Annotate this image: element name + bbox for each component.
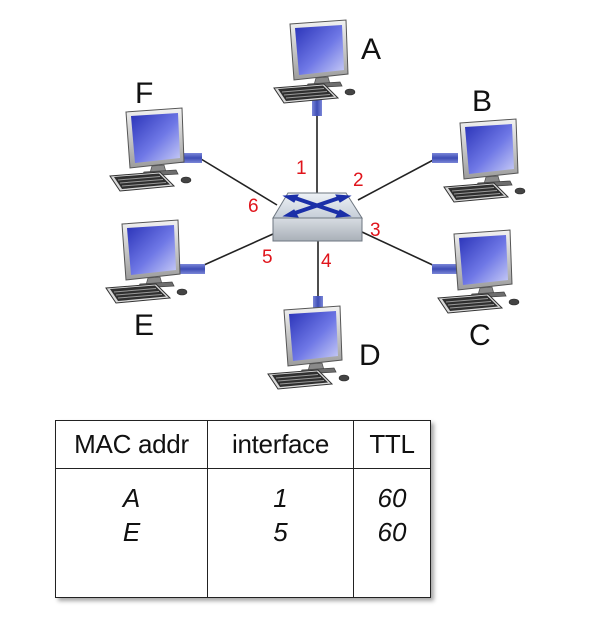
- table-header-row: MAC addr interface TTL: [55, 420, 431, 469]
- computer-a-icon: [273, 19, 356, 104]
- port-label-5: 5: [262, 247, 273, 268]
- table-cell-ttl: 60: [377, 517, 407, 547]
- connector-d-icon: [313, 296, 323, 316]
- computer-e-icon: [105, 219, 188, 304]
- header-ttl: TTL: [353, 420, 431, 469]
- port-label-4: 4: [321, 251, 332, 272]
- host-label-f: F: [135, 77, 153, 110]
- switch-arrows-icon: [282, 194, 352, 218]
- header-mac-addr: MAC addr: [55, 420, 208, 469]
- computer-d-icon: [267, 305, 350, 390]
- port-labels: 1 2 3 4 5 6: [248, 158, 381, 272]
- cable-e: [203, 233, 274, 266]
- cable-f: [200, 158, 278, 206]
- connector-f-icon: [172, 153, 202, 163]
- host-labels: A B C D E F: [134, 33, 492, 372]
- ttl-column: 60 60: [354, 469, 431, 598]
- table-cell-mac: A: [122, 483, 141, 513]
- connectors: [172, 92, 458, 316]
- connector-e-icon: [175, 264, 205, 274]
- port-label-1: 1: [296, 158, 307, 179]
- table-cell-ttl: 60: [377, 483, 407, 513]
- host-label-e: E: [134, 309, 154, 342]
- host-label-a: A: [361, 33, 381, 66]
- switch-table: MAC addr interface TTL A E 1 5 60 60: [55, 420, 431, 598]
- switch-icon: [272, 192, 363, 242]
- table-body: A E 1 5 60 60: [55, 468, 431, 598]
- port-label-2: 2: [353, 170, 364, 191]
- connector-b-icon: [432, 153, 458, 163]
- header-interface: interface: [207, 420, 354, 469]
- table-cell-mac: E: [122, 517, 141, 547]
- port-label-6: 6: [248, 196, 259, 217]
- host-label-d: D: [359, 339, 381, 372]
- table-cell-interface: 5: [273, 517, 288, 547]
- host-label-b: B: [472, 85, 492, 118]
- cable-c: [361, 231, 438, 268]
- port-label-3: 3: [370, 220, 381, 241]
- cable-b: [357, 157, 438, 201]
- mac-addr-column: A E: [55, 468, 208, 598]
- host-label-c: C: [469, 319, 491, 352]
- connector-c-icon: [432, 264, 458, 274]
- cables: [200, 113, 438, 300]
- computer-f-icon: [109, 107, 192, 192]
- connector-a-icon: [312, 92, 322, 116]
- table-cell-interface: 1: [273, 483, 288, 513]
- interface-column: 1 5: [207, 468, 354, 598]
